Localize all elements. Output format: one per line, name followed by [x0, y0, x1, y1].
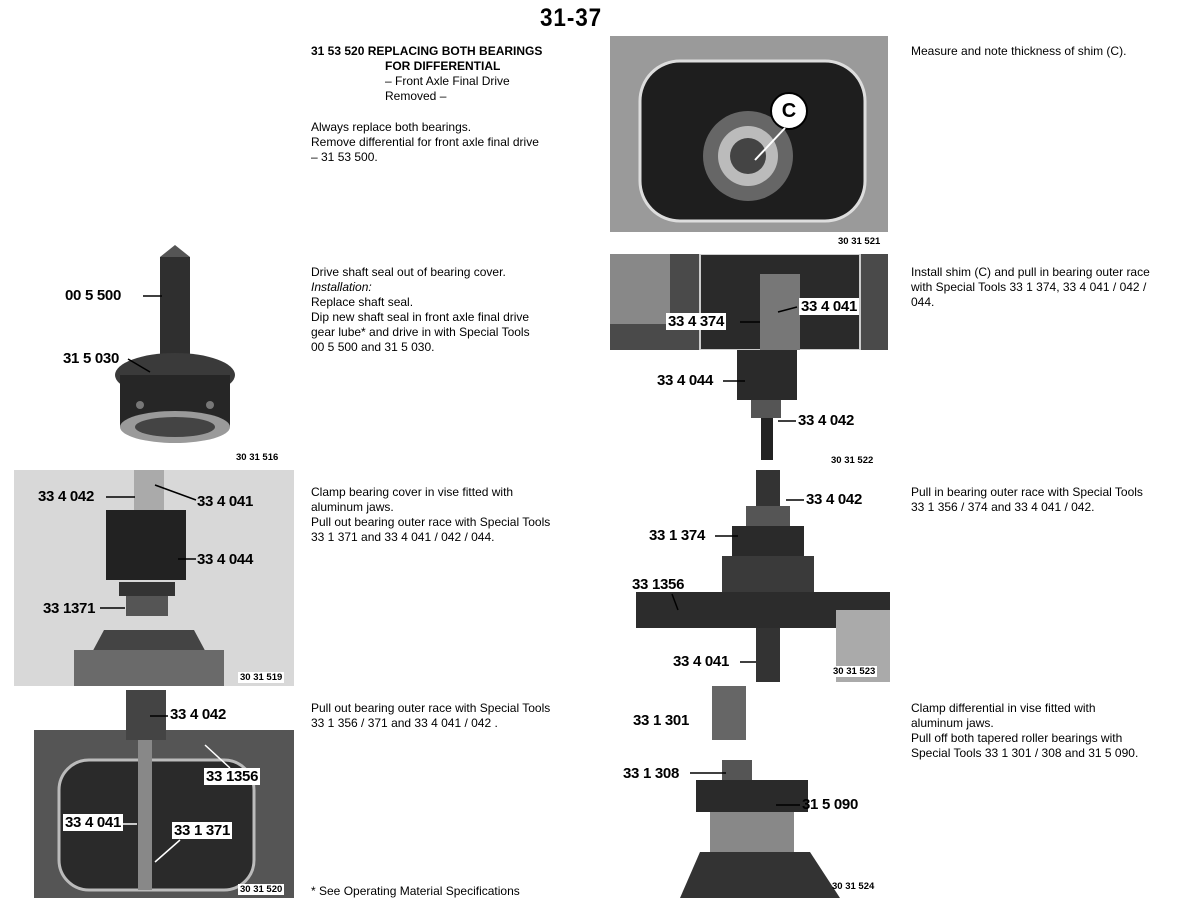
step-pull-race: Pull out bearing outer race with Special… — [311, 701, 550, 731]
part-label: 00 5 500 — [65, 287, 121, 304]
part-label: 33 4 041 — [197, 493, 253, 510]
tool-illustration — [737, 350, 797, 460]
text-line: Clamp bearing cover in vise fitted with — [311, 485, 514, 499]
part-label: 31 5 030 — [63, 350, 119, 367]
text-line: 33 1 356 / 371 and 33 4 041 / 042 . — [311, 716, 498, 730]
text-line: 044. — [911, 295, 935, 309]
text-line: aluminum jaws. — [911, 716, 994, 730]
step-clamp-cover: Clamp bearing cover in vise fitted with … — [311, 485, 550, 545]
page-number: 31-37 — [540, 4, 603, 32]
figure-caption: 30 31 519 — [238, 672, 285, 683]
tool-body — [737, 350, 803, 460]
figure-30-31-519 — [14, 470, 294, 686]
text-line: – 31 53 500. — [311, 150, 378, 164]
text-line: Installation: — [311, 280, 372, 294]
figure-caption: 30 31 522 — [831, 455, 874, 466]
part-label: 31 5 090 — [802, 796, 858, 813]
part-label: 33 4 041 — [799, 298, 859, 315]
text-line: Pull out bearing outer race with Special… — [311, 701, 551, 715]
part-label: 33 1 371 — [172, 822, 232, 839]
part-label: 33 4 042 — [170, 706, 226, 723]
figure-30-31-523 — [636, 470, 890, 682]
part-label: 33 4 041 — [63, 814, 123, 831]
part-label: 33 4 042 — [798, 412, 854, 429]
part-label: 33 4 044 — [657, 372, 713, 389]
step-install-shim: Install shim (C) and pull in bearing out… — [911, 265, 1150, 310]
tool-illustration — [115, 245, 235, 443]
part-label: 33 1 308 — [623, 765, 679, 782]
figure-caption: 30 31 520 — [238, 884, 285, 895]
figure-caption: 30 31 523 — [831, 666, 878, 677]
part-label: 33 4 374 — [666, 313, 726, 330]
text-line: Pull out bearing outer race with Special… — [311, 515, 551, 529]
text-line: 33 1 371 and 33 4 041 / 042 / 044. — [311, 530, 495, 544]
tool-illustration — [636, 470, 890, 682]
shim-c-marker: C — [770, 92, 808, 130]
text-line: Measure and note thickness of shim (C). — [911, 44, 1127, 58]
text-line: with Special Tools 33 1 374, 33 4 041 / … — [911, 280, 1147, 294]
text-line: Always replace both bearings. — [311, 120, 472, 134]
step-pull-in-race: Pull in bearing outer race with Special … — [911, 485, 1143, 515]
figure-30-31-520 — [14, 690, 294, 898]
text-line: Replace shaft seal. — [311, 295, 414, 309]
heading-line: Removed – — [385, 89, 447, 103]
text-line: Remove differential for front axle final… — [311, 135, 539, 149]
part-label: 33 1 374 — [649, 527, 705, 544]
part-label: 33 1371 — [43, 600, 96, 617]
figure-30-31-516 — [90, 245, 290, 465]
figure-caption: 30 31 524 — [832, 881, 875, 892]
tool-illustration — [680, 686, 840, 898]
footnote: * See Operating Material Specifications — [311, 884, 520, 899]
step-pull-off-bearings: Clamp differential in vise fitted with a… — [911, 701, 1138, 761]
figure-30-31-521 — [610, 36, 888, 232]
heading-line: 31 53 520 REPLACING BOTH BEARINGS — [311, 44, 543, 58]
tool-illustration — [610, 36, 888, 232]
part-label: 33 4 041 — [673, 653, 729, 670]
text-line: Dip new shaft seal in front axle final d… — [311, 310, 530, 324]
text-line: gear lube* and drive in with Special Too… — [311, 325, 530, 339]
text-line: Pull off both tapered roller bearings wi… — [911, 731, 1123, 745]
heading-line: FOR DIFFERENTIAL — [385, 59, 501, 73]
text-line: 00 5 500 and 31 5 030. — [311, 340, 435, 354]
part-label: 33 4 044 — [197, 551, 253, 568]
part-label: 33 1356 — [204, 768, 261, 785]
tool-illustration — [14, 470, 294, 686]
step-measure-shim: Measure and note thickness of shim (C). — [911, 44, 1126, 59]
part-label: 33 1356 — [632, 576, 685, 593]
part-label: 33 1 301 — [633, 712, 689, 729]
figure-30-31-524 — [660, 686, 888, 898]
text-line: Pull in bearing outer race with Special … — [911, 485, 1143, 499]
text-line: Drive shaft seal out of bearing cover. — [311, 265, 506, 279]
text-line: * See Operating Material Specifications — [311, 884, 520, 898]
figure-caption: 30 31 516 — [236, 452, 279, 463]
section-heading: 31 53 520 REPLACING BOTH BEARINGS FOR DI… — [311, 44, 542, 104]
intro-text: Always replace both bearings. Remove dif… — [311, 120, 539, 165]
text-line: Special Tools 33 1 301 / 308 and 31 5 09… — [911, 746, 1139, 760]
figure-caption: 30 31 521 — [838, 236, 881, 247]
text-line: Install shim (C) and pull in bearing out… — [911, 265, 1150, 279]
text-line: Clamp differential in vise fitted with — [911, 701, 1096, 715]
text-line: aluminum jaws. — [311, 500, 394, 514]
part-label: 33 4 042 — [806, 491, 862, 508]
tool-illustration — [14, 690, 294, 898]
heading-line: – Front Axle Final Drive — [385, 74, 510, 88]
step-drive-shaft-seal: Drive shaft seal out of bearing cover. I… — [311, 265, 530, 355]
part-label: 33 4 042 — [38, 488, 94, 505]
text-line: 33 1 356 / 374 and 33 4 041 / 042. — [911, 500, 1095, 514]
